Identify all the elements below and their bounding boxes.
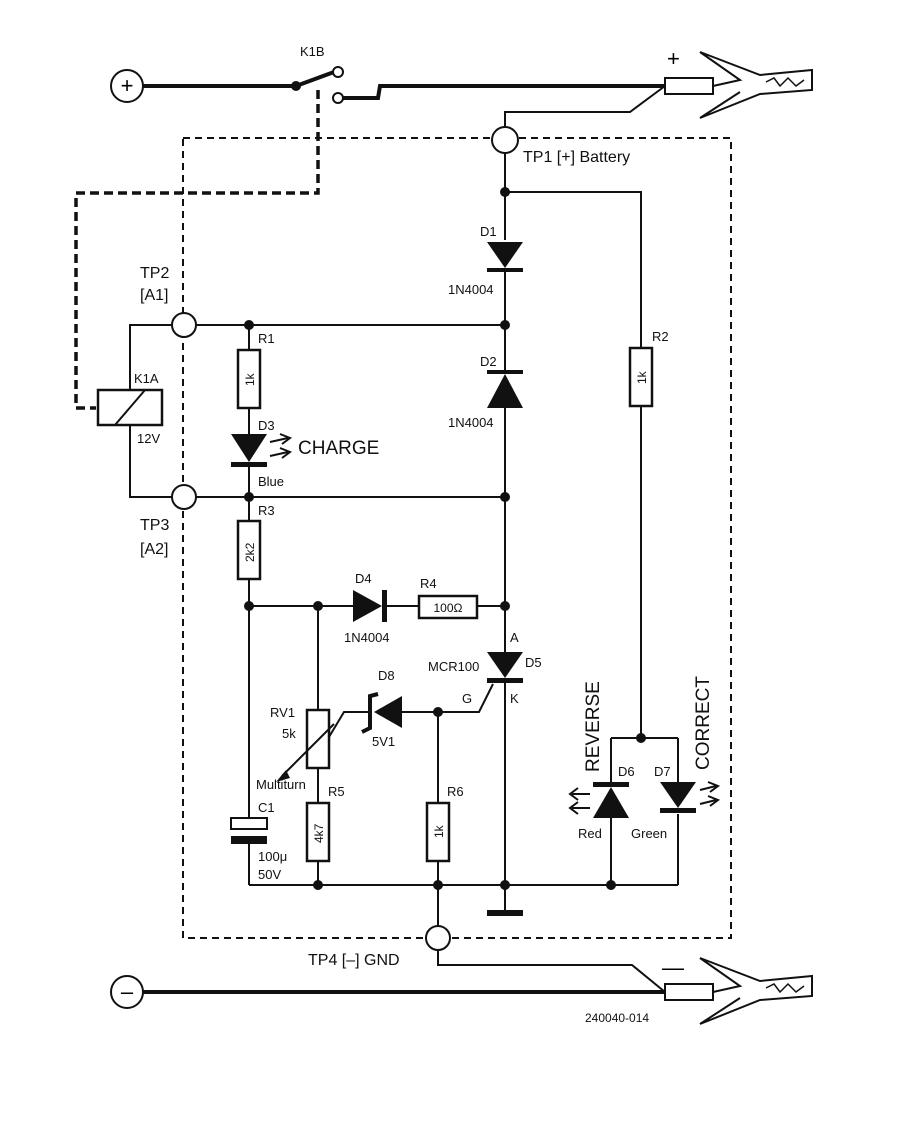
c1-value: 100μ <box>258 849 287 864</box>
resistor-r6: 1k R6 <box>425 784 464 863</box>
relay-voltage: 12V <box>137 431 160 446</box>
d3-function: CHARGE <box>298 438 379 459</box>
r4-ref: R4 <box>420 576 437 591</box>
tp1-lead <box>504 85 666 126</box>
r5-value: 4k7 <box>312 823 326 843</box>
tp4-point <box>425 925 451 951</box>
resistor-r2: 1k R2 <box>628 329 669 408</box>
d5-ref: D5 <box>525 655 542 670</box>
switch-contact-lower <box>332 92 344 104</box>
r2-ref: R2 <box>652 329 669 344</box>
d5-gate: G <box>462 691 472 706</box>
resistor-r1: 1k R1 <box>236 331 275 410</box>
r3-value: 2k2 <box>243 542 257 562</box>
r3-ref: R3 <box>258 503 275 518</box>
relay-mechanical-link <box>74 90 320 410</box>
potentiometer-rv1: RV1 5k Multiturn <box>256 705 335 792</box>
gate-wire <box>402 683 494 713</box>
r6-ref: R6 <box>447 784 464 799</box>
tp2-name: TP2 <box>140 265 169 282</box>
relay-coil: K1A 12V <box>96 371 164 446</box>
resistor-r4: 100Ω R4 <box>417 576 479 620</box>
rv1-ref: RV1 <box>270 705 295 720</box>
d4-ref: D4 <box>355 571 372 586</box>
tp3-point <box>171 484 197 510</box>
rv1-value: 5k <box>282 726 296 741</box>
capacitor-c1: C1 100μ 50V <box>230 800 287 882</box>
c1-ref: C1 <box>258 800 275 815</box>
battery-positive-terminal: + <box>110 69 144 103</box>
d2-ref: D2 <box>480 354 497 369</box>
r1-value: 1k <box>243 372 257 386</box>
battery-negative-symbol: – <box>121 979 134 1004</box>
switch-blade <box>295 70 335 88</box>
r1-ref: R1 <box>258 331 275 346</box>
d2-part: 1N4004 <box>448 415 494 430</box>
tp3-sub: [A2] <box>140 541 168 558</box>
pcb-outline <box>182 137 732 939</box>
clip-positive-symbol: + <box>667 46 680 71</box>
switch-label: K1B <box>300 44 325 59</box>
tp4-label: TP4 [–] GND <box>308 952 400 969</box>
d5-part: MCR100 <box>428 659 479 674</box>
d6-function: REVERSE <box>583 681 604 772</box>
zener-d8: D8 5V1 <box>361 668 402 749</box>
r2-value: 1k <box>635 370 649 384</box>
d3-ref: D3 <box>258 418 275 433</box>
tp2-point <box>171 312 197 338</box>
d5-cathode: K <box>510 691 519 706</box>
led-d6: D6 Red REVERSE <box>568 681 635 841</box>
d6-color: Red <box>578 826 602 841</box>
resistor-r3: 2k2 R3 <box>236 503 275 581</box>
r2-top-wire <box>505 191 642 348</box>
resistor-r5: 4k7 R5 <box>305 784 345 863</box>
negative-clip: — <box>662 955 813 1025</box>
diode-d1: D1 1N4004 <box>448 224 523 297</box>
d7-ref: D7 <box>654 764 671 779</box>
diode-d4: D4 1N4004 <box>344 571 390 645</box>
ground-symbol <box>487 910 523 916</box>
r6-value: 1k <box>432 824 446 838</box>
d8-value: 5V1 <box>372 734 395 749</box>
scr-d5: A MCR100 D5 K G <box>428 630 542 706</box>
battery-positive-symbol: + <box>121 73 134 98</box>
tp1-label: TP1 [+] Battery <box>523 149 630 166</box>
d1-ref: D1 <box>480 224 497 239</box>
battery-negative-terminal: – <box>110 975 144 1009</box>
d1-part: 1N4004 <box>448 282 494 297</box>
d6-ref: D6 <box>618 764 635 779</box>
r4-value: 100Ω <box>434 601 463 615</box>
d5-anode: A <box>510 630 519 645</box>
tp2-sub: [A1] <box>140 287 168 304</box>
relay-label: K1A <box>134 371 159 386</box>
positive-clip: + <box>664 46 813 119</box>
relay-coil-wire <box>129 324 172 498</box>
d8-ref: D8 <box>378 668 395 683</box>
d4-part: 1N4004 <box>344 630 390 645</box>
figure-id: 240040-014 <box>585 1011 649 1025</box>
rv1-type: Multiturn <box>256 777 306 792</box>
diode-d2: D2 1N4004 <box>448 354 523 430</box>
d7-function: CORRECT <box>693 676 714 770</box>
c1-voltage: 50V <box>258 867 281 882</box>
clip-negative-symbol: — <box>662 955 684 980</box>
tp4-lead <box>437 950 666 993</box>
tp1-point <box>491 126 519 154</box>
led-d7: D7 Green CORRECT <box>631 676 721 841</box>
switch-contact-upper <box>332 66 344 78</box>
d3-color: Blue <box>258 474 284 489</box>
tp3-name: TP3 <box>140 517 169 534</box>
switched-wire <box>343 84 665 100</box>
r5-ref: R5 <box>328 784 345 799</box>
d7-color: Green <box>631 826 667 841</box>
led-d3: D3 CHARGE Blue <box>231 418 379 489</box>
